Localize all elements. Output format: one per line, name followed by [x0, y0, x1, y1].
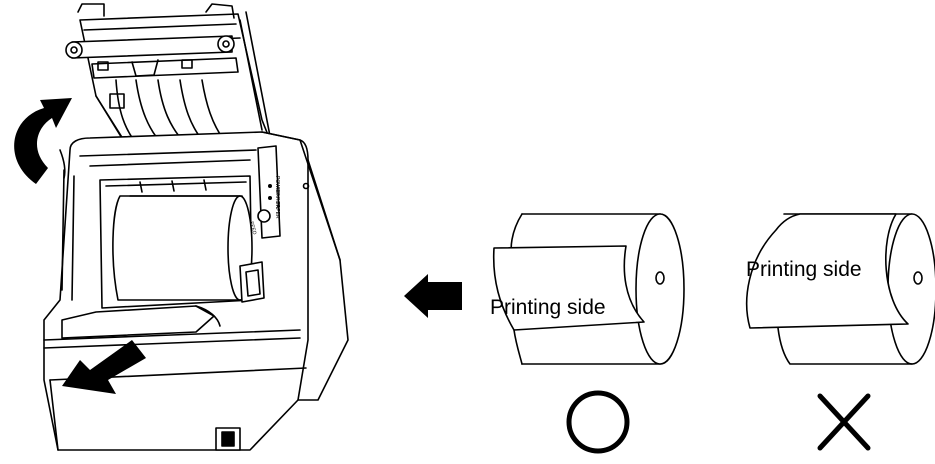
power-label: POWER: [274, 176, 280, 195]
circle-icon: [566, 390, 630, 454]
printer-illustration: POWER ERROR PAPER FEED: [14, 3, 349, 451]
printer-body: [43, 131, 349, 451]
printing-side-label-correct: Printing side: [490, 296, 606, 319]
printer-control-panel: POWER ERROR PAPER FEED: [248, 145, 281, 239]
feed-label: FEED: [248, 221, 257, 236]
printer-cover: [65, 3, 271, 151]
printing-side-label-incorrect: Printing side: [746, 258, 862, 281]
paper-label: PAPER: [274, 202, 280, 219]
curved-arrow-icon: [14, 98, 72, 184]
left-arrow-icon: [404, 274, 462, 318]
error-label: ERROR: [274, 190, 280, 208]
feed-button: [257, 209, 271, 223]
cross-icon: [817, 393, 871, 451]
down-left-arrow-icon: [62, 340, 146, 394]
paper-roll-incorrect: Printing side: [745, 213, 935, 365]
paper-roll-correct: Printing side: [490, 213, 685, 365]
